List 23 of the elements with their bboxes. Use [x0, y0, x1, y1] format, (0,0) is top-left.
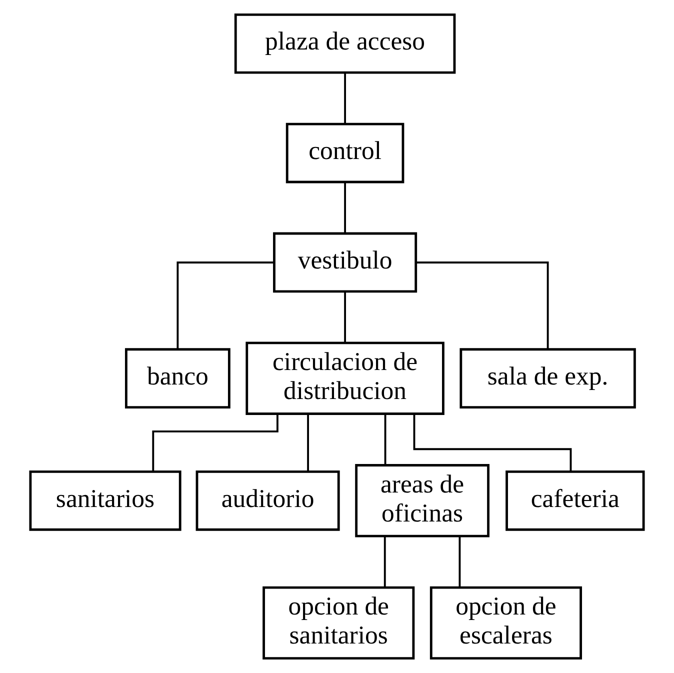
node-box: areas de oficinas	[355, 464, 490, 538]
connector	[458, 536, 461, 588]
node-box: opcion de sanitarios	[262, 586, 415, 660]
connector	[413, 414, 572, 472]
node-box: vestibulo	[273, 232, 418, 293]
connector	[152, 414, 278, 471]
connector	[384, 536, 386, 588]
node-box: banco	[124, 348, 230, 409]
connector	[344, 292, 346, 343]
connector	[416, 262, 549, 350]
connector	[344, 182, 346, 234]
connector	[384, 414, 386, 465]
connector	[176, 262, 274, 350]
node-box: circulacion de distribucion	[246, 342, 444, 415]
node-box: sala de exp.	[460, 348, 636, 409]
connector	[344, 72, 346, 124]
connector	[307, 414, 309, 472]
node-box: plaza de acceso	[234, 13, 456, 74]
node-box: control	[286, 122, 404, 184]
node-box: cafeteria	[506, 470, 645, 531]
node-box: sanitarios	[29, 470, 182, 531]
node-box: auditorio	[196, 470, 340, 531]
node-box: opcion de escaleras	[430, 586, 582, 660]
